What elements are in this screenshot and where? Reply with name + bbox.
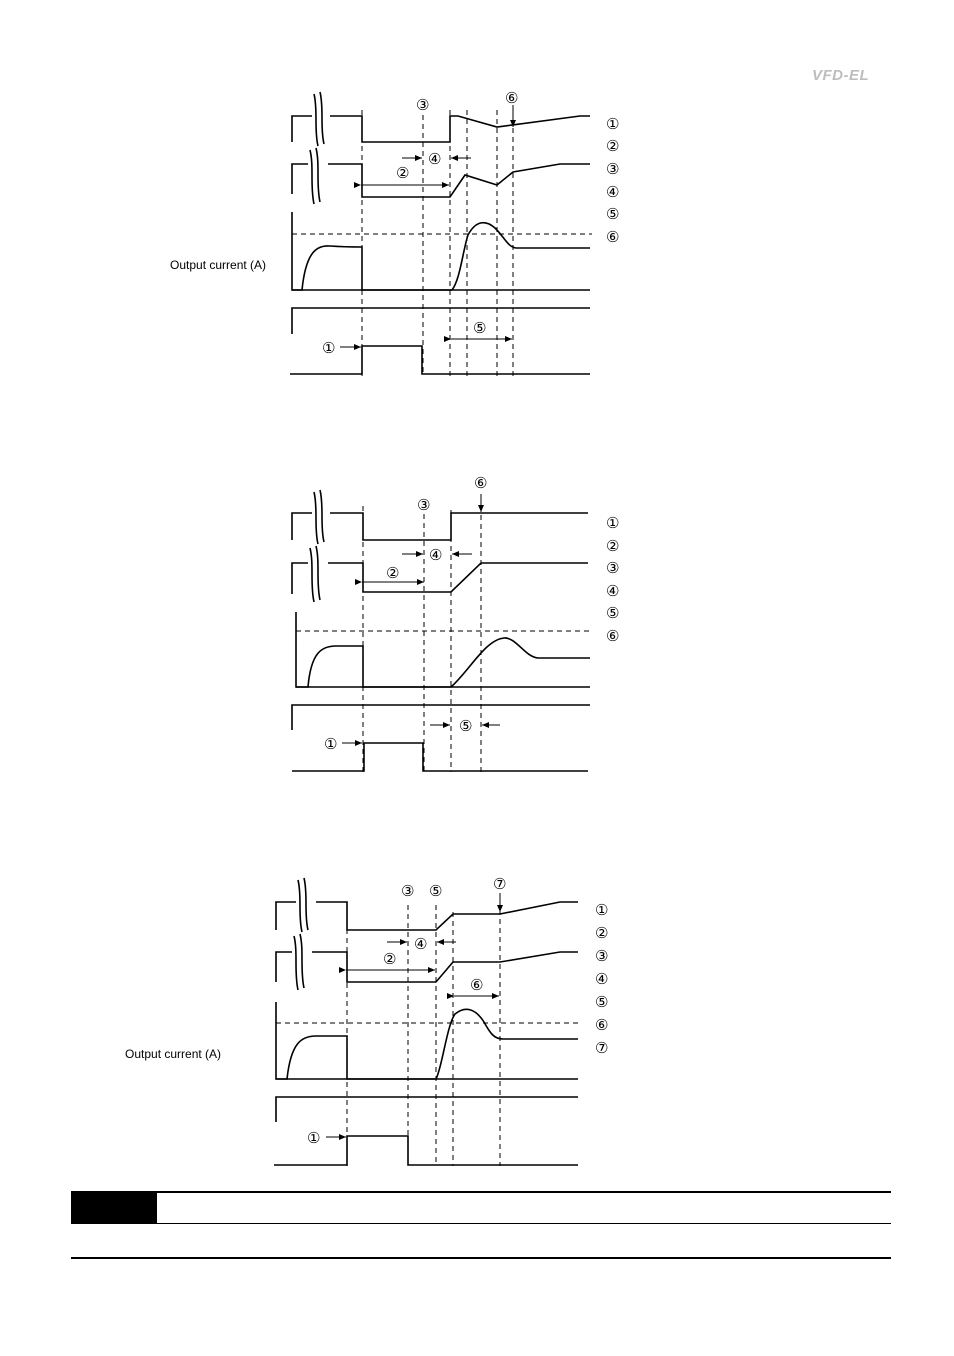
output-current-label: Output current (A) <box>170 258 266 272</box>
callout-5: ⑤ <box>473 319 486 337</box>
timing-diagram-3: ③ ⑤ ⑦ ④ ② ⑥ ① Output current (A) ① ② ③ ④… <box>125 875 608 1166</box>
output-frequency-trace <box>292 116 590 142</box>
output-current-trace <box>276 1002 578 1079</box>
callout-3: ③ <box>401 882 414 900</box>
callout-1: ① <box>322 339 335 357</box>
run-signal-trace <box>276 1097 578 1122</box>
parameter-bar-top-rule <box>71 1191 891 1193</box>
output-frequency-trace <box>276 902 578 930</box>
svg-text:①: ① <box>606 115 619 133</box>
output-voltage-trace <box>292 164 590 197</box>
svg-text:⑥: ⑥ <box>606 627 619 645</box>
svg-text:③: ③ <box>606 160 619 178</box>
svg-text:⑦: ⑦ <box>595 1039 608 1057</box>
parameter-bar-bottom-rule <box>71 1223 891 1224</box>
svg-text:⑤: ⑤ <box>606 604 619 622</box>
page-footer-rule <box>71 1257 891 1259</box>
output-voltage-trace <box>276 952 578 982</box>
svg-text:⑥: ⑥ <box>606 228 619 246</box>
svg-text:③: ③ <box>595 947 608 965</box>
legend-1: ① ② ③ ④ ⑤ ⑥ <box>606 115 619 246</box>
output-current-trace <box>296 612 590 687</box>
callout-2: ② <box>386 564 399 582</box>
svg-text:④: ④ <box>606 582 619 600</box>
svg-text:②: ② <box>595 924 608 942</box>
svg-text:③: ③ <box>606 559 619 577</box>
callout-6: ⑥ <box>474 474 487 492</box>
callout-1: ① <box>324 735 337 753</box>
svg-text:①: ① <box>595 901 608 919</box>
svg-text:④: ④ <box>606 183 619 201</box>
timing-diagram-2: ③ ⑥ ④ ② ⑤ ① ① ② ③ ④ ⑤ ⑥ <box>292 474 619 772</box>
output-current-label: Output current (A) <box>125 1047 221 1061</box>
svg-text:⑤: ⑤ <box>595 993 608 1011</box>
callout-6: ⑥ <box>505 89 518 107</box>
callout-2: ② <box>383 950 396 968</box>
callout-2: ② <box>396 164 409 182</box>
callout-3: ③ <box>417 496 430 514</box>
svg-text:⑤: ⑤ <box>606 205 619 223</box>
callout-6: ⑥ <box>470 976 483 994</box>
callout-1: ① <box>307 1129 320 1147</box>
brand-logo: VFD-EL <box>812 67 869 84</box>
svg-text:④: ④ <box>595 970 608 988</box>
callout-4: ④ <box>414 935 427 953</box>
svg-text:②: ② <box>606 537 619 555</box>
callout-5: ⑤ <box>459 717 472 735</box>
run-signal-trace <box>292 308 590 334</box>
callout-3: ③ <box>416 96 429 114</box>
timing-diagram-1: ③ ⑥ ④ ② ⑤ ① Output current (A) ① ② ③ ④ ⑤… <box>170 89 619 376</box>
callout-4: ④ <box>429 546 442 564</box>
callout-5: ⑤ <box>429 882 442 900</box>
legend-2: ① ② ③ ④ ⑤ ⑥ <box>606 514 619 645</box>
output-frequency-trace <box>292 513 588 540</box>
output-voltage-trace <box>292 563 588 594</box>
svg-text:②: ② <box>606 137 619 155</box>
svg-text:①: ① <box>606 514 619 532</box>
callout-4: ④ <box>428 150 441 168</box>
legend-3: ① ② ③ ④ ⑤ ⑥ ⑦ <box>595 901 608 1057</box>
svg-text:⑥: ⑥ <box>595 1016 608 1034</box>
parameter-code-block <box>71 1192 157 1223</box>
callout-7: ⑦ <box>493 875 506 893</box>
run-signal-trace <box>292 705 590 730</box>
output-current-trace <box>292 212 590 290</box>
